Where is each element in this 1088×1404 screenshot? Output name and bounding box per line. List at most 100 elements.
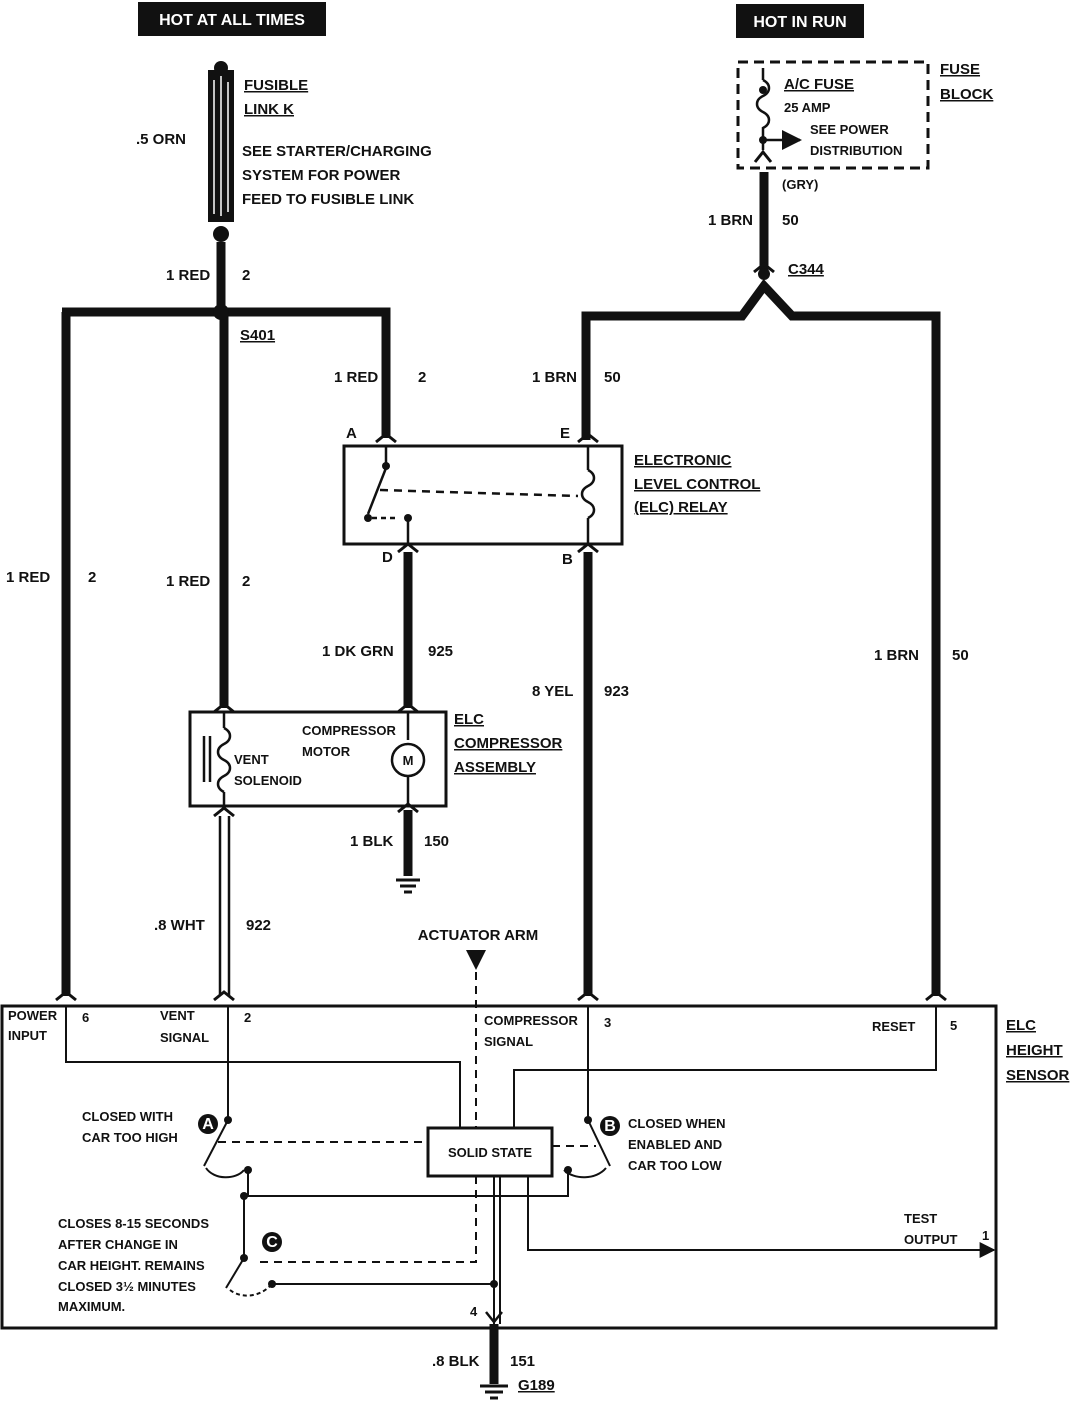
relay-pin-e: E: [560, 425, 570, 442]
compressor-motor-symbol: [390, 712, 426, 806]
hot-in-run-box: [736, 4, 864, 38]
elc-relay-internals: [366, 446, 596, 544]
elc-relay-box: [342, 444, 624, 546]
fuse-see-2: DISTRIBUTION: [810, 143, 902, 158]
label-yel-color: 8 YEL: [532, 683, 573, 700]
wire-wht-vent-signal: [218, 816, 231, 996]
marker-c: [262, 1232, 282, 1252]
label-red-left-num: 2: [88, 569, 96, 586]
fuse-connector: [753, 149, 773, 163]
sensor-pin-2: 2: [244, 1010, 251, 1025]
compressor-name-1: ELC: [454, 711, 484, 728]
wire-red-splice-bus: [62, 307, 391, 438]
fusible-note-3: FEED TO FUSIBLE LINK: [242, 191, 414, 208]
fusible-note-1: SEE STARTER/CHARGING: [242, 143, 432, 160]
fuse-amp: 25 AMP: [784, 100, 831, 115]
sensor-reset: RESET: [872, 1019, 915, 1034]
label-red-mid-num: 2: [242, 573, 250, 590]
closed-low-3: CAR TOO LOW: [628, 1158, 722, 1173]
fusible-wire: .5 ORN: [136, 131, 186, 148]
label-grn-color: 1 DK GRN: [322, 643, 394, 660]
hot-at-all-times-label: HOT AT ALL TIMES: [159, 12, 305, 29]
label-red-left-color: 1 RED: [6, 569, 50, 586]
closes-note-1: CLOSES 8-15 SECONDS: [58, 1216, 209, 1231]
marker-a-label: A: [202, 1116, 214, 1133]
vent-solenoid-symbol: [202, 712, 232, 806]
motor-m-label: M: [403, 753, 414, 768]
label-s401: S401: [240, 327, 275, 344]
fusible-bottom-terminal: [213, 226, 229, 242]
compressor-name-3: ASSEMBLY: [454, 759, 536, 776]
hot-at-all-times-box: [138, 2, 326, 36]
closes-note-2: AFTER CHANGE IN: [58, 1237, 178, 1252]
label-red-mid-color: 1 RED: [166, 573, 210, 590]
marker-c-label: C: [266, 1234, 278, 1251]
sensor-pin-5: 5: [950, 1018, 957, 1033]
test-output-2: OUTPUT: [904, 1232, 958, 1247]
closes-note-4: CLOSED 3½ MINUTES: [58, 1279, 196, 1294]
label-blk-comp-num: 150: [424, 833, 449, 850]
fuse-connector-color: (GRY): [782, 177, 818, 192]
sensor-pin-3: 3: [604, 1015, 611, 1030]
label-brn-relay-color: 1 BRN: [532, 369, 577, 386]
sensor-power-2: INPUT: [8, 1028, 47, 1043]
common-junction: [240, 1192, 248, 1200]
sensor-vent-1: VENT: [160, 1008, 195, 1023]
label-red-top-num: 2: [242, 267, 250, 284]
sensor-pin-4: 4: [470, 1304, 478, 1319]
fuse-dot-top: [759, 86, 767, 94]
sensor-name-1: ELC: [1006, 1017, 1036, 1034]
wire-brn-split: [581, 278, 941, 996]
label-brn-relay-num: 50: [604, 369, 621, 386]
fusible-link-texture: [213, 76, 229, 216]
switch-b-contact: [584, 1116, 592, 1124]
closed-high-2: CAR TOO HIGH: [82, 1130, 178, 1145]
sensor-comp-1: COMPRESSOR: [484, 1013, 579, 1028]
label-blk-comp-color: 1 BLK: [350, 833, 394, 850]
ground-symbol-sensor: [480, 1384, 508, 1400]
hot-in-run-label: HOT IN RUN: [753, 14, 846, 31]
fuse-name: A/C FUSE: [784, 76, 854, 93]
fuse-block-label-2: BLOCK: [940, 86, 993, 103]
closes-note-3: CAR HEIGHT. REMAINS: [58, 1258, 205, 1273]
sensor-pin-1: 1: [982, 1228, 989, 1243]
c344-dot: [758, 268, 770, 280]
compressor-motor-1: COMPRESSOR: [302, 723, 397, 738]
solid-state-label: SOLID STATE: [448, 1145, 532, 1160]
label-red-relay-num: 2: [418, 369, 426, 386]
ac-fuse-symbol: [755, 68, 771, 150]
closes-note-5: MAXIMUM.: [58, 1299, 125, 1314]
fuse-see-1: SEE POWER: [810, 122, 889, 137]
label-red-relay-color: 1 RED: [334, 369, 378, 386]
relay-contact-pivot: [364, 514, 372, 522]
compressor-assembly-box: [188, 710, 448, 808]
switch-c-lower-contact: [268, 1280, 276, 1288]
closed-high-1: CLOSED WITH: [82, 1109, 173, 1124]
relay-name-3: (ELC) RELAY: [634, 499, 728, 516]
marker-b-label: B: [604, 1118, 616, 1135]
compressor-name-2: COMPRESSOR: [454, 735, 563, 752]
label-yel-num: 923: [604, 683, 629, 700]
relay-contact-output: [404, 514, 412, 522]
fuse-block-label-1: FUSE: [940, 61, 980, 78]
marker-a: [198, 1114, 218, 1134]
label-wht-color: .8 WHT: [154, 917, 205, 934]
sensor-comp-2: SIGNAL: [484, 1034, 533, 1049]
sensor-name-3: SENSOR: [1006, 1067, 1070, 1084]
label-g189: G189: [518, 1377, 555, 1394]
label-grn-num: 925: [428, 643, 453, 660]
solid-state-box: [426, 1126, 554, 1178]
test-output-1: TEST: [904, 1211, 937, 1226]
relay-pin-d: D: [382, 549, 393, 566]
label-blk-bottom-num: 151: [510, 1353, 535, 1370]
relay-name-1: ELECTRONIC: [634, 452, 732, 469]
sensor-power-1: POWER: [8, 1008, 58, 1023]
switch-a-contact: [224, 1116, 232, 1124]
switch-a-lower-contact: [244, 1166, 252, 1174]
sensor-vent-2: SIGNAL: [160, 1030, 209, 1045]
actuator-arm-label: ACTUATOR ARM: [418, 927, 539, 944]
relay-pin-a: A: [346, 425, 357, 442]
label-brn-top-color: 1 BRN: [708, 212, 753, 229]
vent-solenoid-2: SOLENOID: [234, 773, 302, 788]
